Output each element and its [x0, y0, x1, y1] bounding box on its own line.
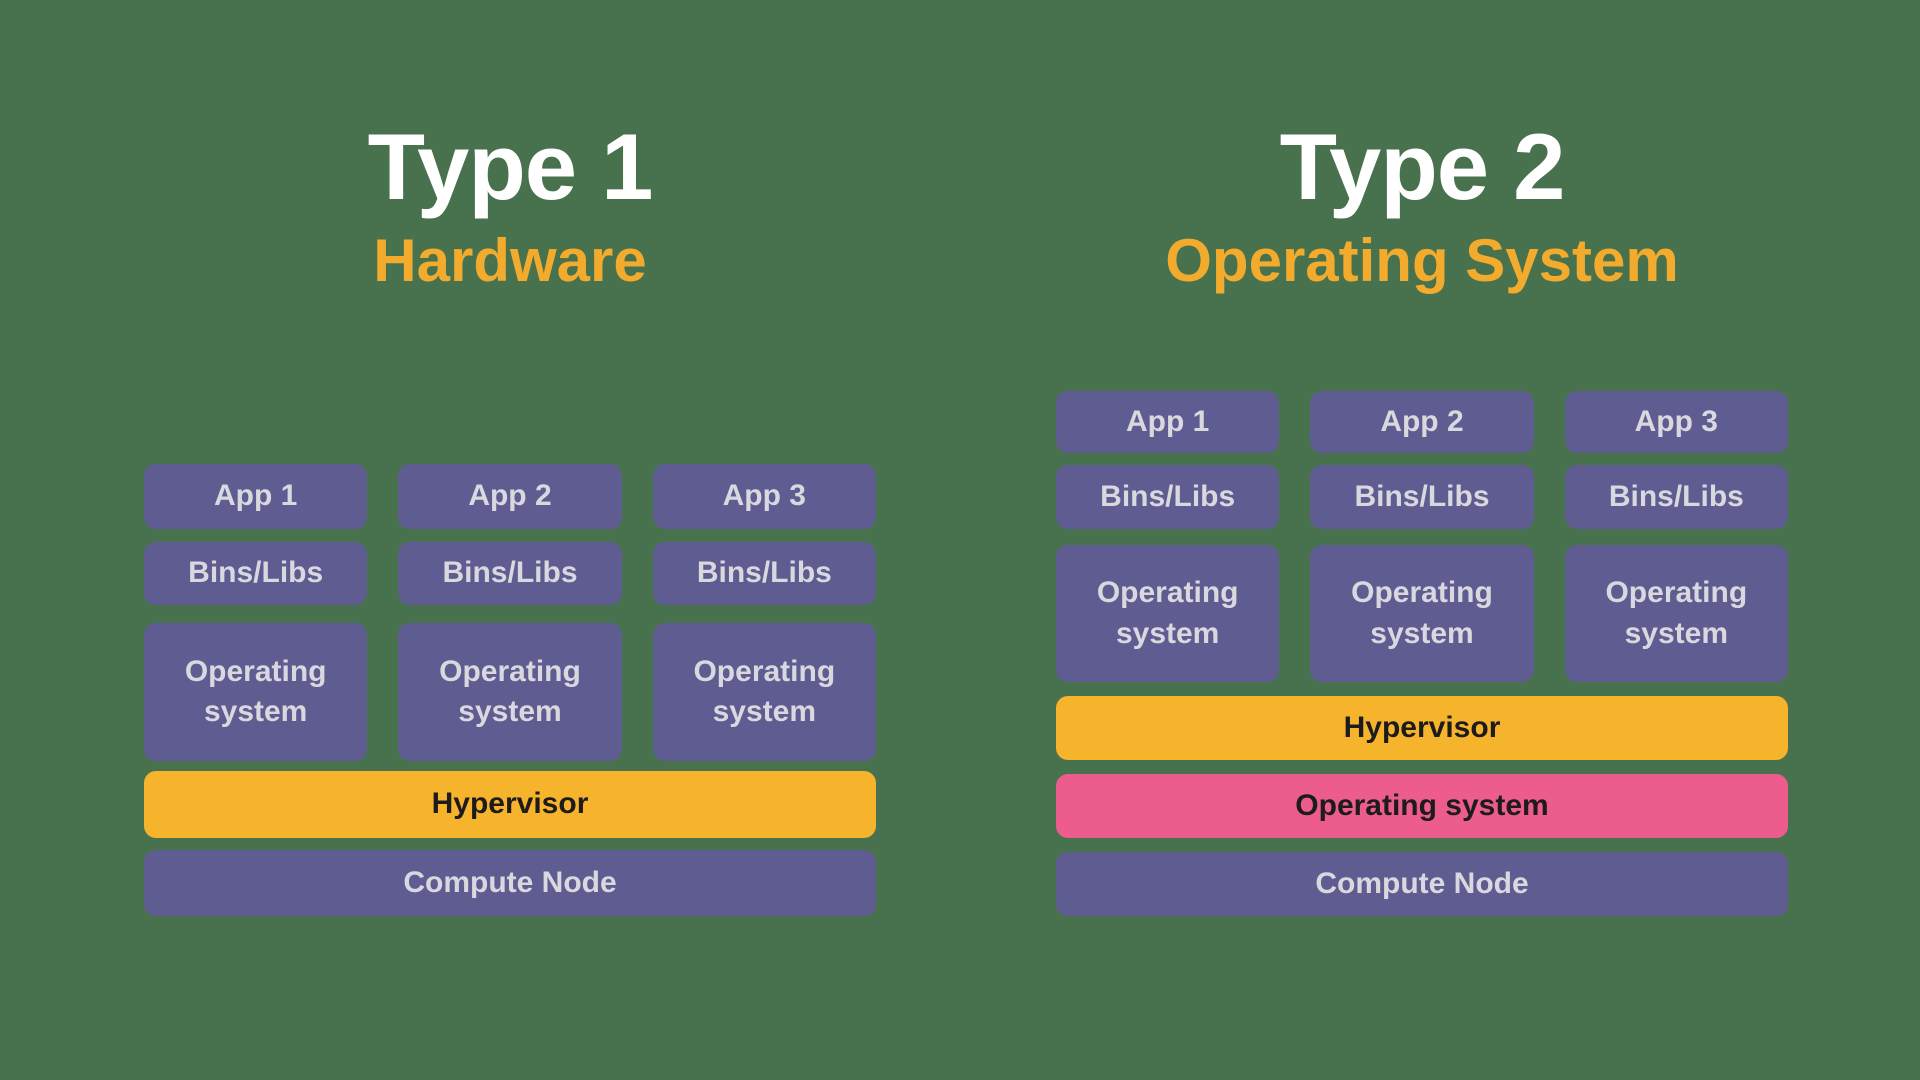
guest-os-box: Operating system [1056, 545, 1280, 682]
bins-libs-box: Bins/Libs [144, 542, 368, 605]
bins-libs-box: Bins/Libs [398, 542, 622, 605]
type1-hypervisor-row: Hypervisor [144, 771, 876, 838]
hypervisor-layer: Hypervisor [1056, 696, 1788, 760]
app-box: App 2 [1310, 391, 1534, 453]
panel-type1: Type 1 Hardware App 1 App 2 App 3 Bins/L… [144, 0, 876, 1080]
type2-compute-node-row: Compute Node [1056, 852, 1788, 916]
type2-stack: App 1 App 2 App 3 Bins/Libs Bins/Libs Bi… [1056, 391, 1788, 916]
compute-node-layer: Compute Node [1056, 852, 1788, 916]
type1-stack: App 1 App 2 App 3 Bins/Libs Bins/Libs Bi… [144, 464, 876, 916]
type1-guest-os-row: Operating system Operating system Operat… [144, 623, 876, 761]
bins-libs-box: Bins/Libs [1310, 465, 1534, 529]
panel-type2: Type 2 Operating System App 1 App 2 App … [1056, 0, 1788, 1080]
guest-os-box: Operating system [1564, 545, 1788, 682]
app-box: App 3 [652, 464, 876, 529]
host-os-layer: Operating system [1056, 774, 1788, 838]
hypervisor-layer: Hypervisor [144, 771, 876, 838]
guest-os-box: Operating system [1310, 545, 1534, 682]
type1-title: Type 1 [367, 114, 654, 219]
app-box: App 1 [1056, 391, 1280, 453]
bins-libs-box: Bins/Libs [1056, 465, 1280, 529]
type2-app-row: App 1 App 2 App 3 [1056, 391, 1788, 453]
guest-os-box: Operating system [652, 623, 876, 761]
guest-os-box: Operating system [144, 623, 368, 761]
guest-os-box: Operating system [398, 623, 622, 761]
type2-title: Type 2 [1279, 114, 1566, 219]
type2-subtitle: Operating System [1165, 227, 1679, 294]
app-box: App 1 [144, 464, 368, 529]
app-box: App 3 [1564, 391, 1788, 453]
type1-binslibs-row: Bins/Libs Bins/Libs Bins/Libs [144, 542, 876, 605]
type2-binslibs-row: Bins/Libs Bins/Libs Bins/Libs [1056, 465, 1788, 529]
type2-guest-os-row: Operating system Operating system Operat… [1056, 545, 1788, 682]
type1-title-block: Type 1 Hardware [144, 120, 876, 295]
type2-title-block: Type 2 Operating System [1056, 120, 1788, 295]
type1-compute-node-row: Compute Node [144, 850, 876, 916]
bins-libs-box: Bins/Libs [1564, 465, 1788, 529]
type2-host-os-row: Operating system [1056, 774, 1788, 838]
type1-subtitle: Hardware [373, 227, 647, 294]
type1-app-row: App 1 App 2 App 3 [144, 464, 876, 529]
app-box: App 2 [398, 464, 622, 529]
bins-libs-box: Bins/Libs [652, 542, 876, 605]
compute-node-layer: Compute Node [144, 850, 876, 916]
type2-hypervisor-row: Hypervisor [1056, 696, 1788, 760]
